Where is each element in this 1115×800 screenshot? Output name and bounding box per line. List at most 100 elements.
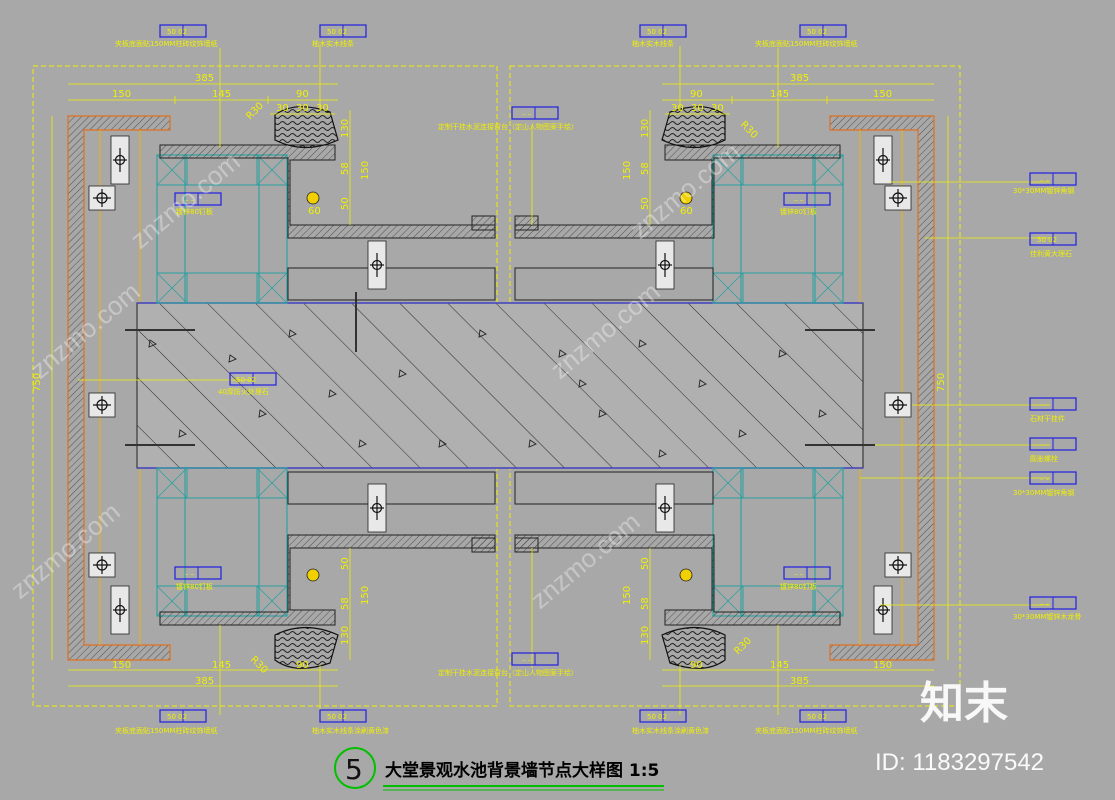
dim-385-tl: 385 [195,73,214,84]
ref-dash-bl: – – [185,570,195,578]
dim-150-vtr: 150 [622,161,633,180]
title-text: 大堂景观水池背景墙节点大样图 1:5 [385,760,659,781]
ref-dash-bot: – – [522,656,532,664]
note-stud-right: 镀锌80钉板 [780,207,817,216]
teak-moulding [274,106,726,669]
note-stud-br: 镀锌80钉板 [780,582,817,591]
note-right-4: 膨胀螺栓 [1030,454,1058,463]
brand-logo-text: 知末 [920,679,1008,728]
dim-90-tr: 90 [690,89,703,100]
dim-130-vbr: 130 [640,626,651,645]
screw-anchors [306,191,693,582]
dim-385-tr: 385 [790,73,809,84]
ref-dash-sl: – – [185,196,195,204]
brand-watermark: 知末 ID: 1183297542 [875,679,1044,776]
dimension-lines [51,83,949,687]
note-bot-left: 夹板底面贴150MM柱砖纹饰墙纸 [115,726,217,735]
dim-145-tl: 145 [212,89,231,100]
ref-tag-bl: 50 02 [167,713,187,721]
radius-tr: R30 [738,119,760,141]
note-stud-left: 镀锌80钉板 [176,207,213,216]
note-bot-mid-left: 柚木实木线条涂刷黄色漆 [312,726,389,735]
leader-lines [78,46,1050,715]
ref-dash-r3: – – [1040,401,1050,409]
radius-br: R30 [732,635,754,657]
ref-dash-r4: – – [1040,441,1050,449]
ref-tag-r2: 50 02 [1037,236,1057,244]
dim-58-vtl: 58 [340,162,351,175]
note-sealant-top: 定制干挂水泥连接窗台（定山人物图案手绘） [438,122,578,131]
dim-58-vbl: 58 [340,597,351,610]
ref-tag-bml: 50 02 [327,713,347,721]
ref-tag-tr: 50 02 [807,28,827,36]
note-stud-bl: 镀锌80钉板 [176,582,213,591]
dim-30-tr3: 30 [711,103,724,114]
anchor-bolts [125,292,875,446]
note-bot-right: 夹板底面贴150MM柱砖纹饰墙纸 [755,726,857,735]
title-number: 5 [345,753,363,786]
dim-90-tl: 90 [296,89,309,100]
dim-130-vtl: 130 [340,119,351,138]
watermark-tile-5: znzmo.com [5,496,126,604]
dim-145-tr: 145 [770,89,789,100]
ref-dash-r1: – – [1040,176,1050,184]
radius-tl: R30 [244,100,266,122]
dim-30-tr2: 30 [691,103,704,114]
ref-tag-mid: 50 02 [236,376,256,384]
dim-150-vbl: 150 [360,586,371,605]
note-right-1: 30*30MM镀锌角钢 [1013,186,1074,195]
dim-150-vbr: 150 [622,586,633,605]
ref-dash-r6: – – [1040,600,1050,608]
ref-tag-tml: 50 02 [327,28,347,36]
dim-150-tr: 150 [873,89,892,100]
dim-50-vtl: 50 [340,197,351,210]
dim-90-bl: 90 [296,660,309,671]
note-top-left: 夹板底面贴150MM柱砖纹饰墙纸 [115,39,217,48]
note-top-mid-right: 柚木实木线条 [632,39,674,48]
note-top-right: 夹板底面贴150MM柱砖纹饰墙纸 [755,39,857,48]
dim-58-vbr: 58 [640,597,651,610]
dim-60-tl: 60 [308,206,321,217]
ref-dash-sr: – – [794,196,804,204]
dim-30-tl3: 30 [316,103,329,114]
dim-385-bl: 385 [195,676,214,687]
note-right-3: 石材干挂件 [1030,414,1065,423]
note-right-2: 佳利黄大理石 [1030,249,1072,258]
brand-id-text: ID: 1183297542 [875,749,1044,776]
ref-tag-tl: 50 02 [167,28,187,36]
note-bot-mid-right: 柚木实木线条涂刷黄色漆 [632,726,709,735]
dim-150-vtl: 150 [360,161,371,180]
dim-145-br: 145 [770,660,789,671]
dim-145-bl: 145 [212,660,231,671]
note-right-5: 30*30MM镀锌角钢 [1013,488,1074,497]
stone-cladding [159,144,841,626]
dim-30-tl2: 30 [296,103,309,114]
ref-tag-bmr: 50 02 [647,713,667,721]
dim-150-bl: 150 [112,660,131,671]
dim-60-tr: 60 [680,206,693,217]
note-right-6: 30*30MM镀锌木龙骨 [1013,612,1081,621]
ref-dash-r5: – – [1040,475,1050,483]
dim-130-vbl: 130 [340,626,351,645]
dim-150-tl: 150 [112,89,131,100]
dim-58-vtr: 58 [640,162,651,175]
title-number-circle [334,747,376,789]
drawing-title: 5 大堂景观水池背景墙节点大样图 1:5 [334,747,664,791]
dim-50-vbr: 50 [640,557,651,570]
dim-150-br: 150 [873,660,892,671]
dim-50-vtr: 50 [640,197,651,210]
note-sealant-bottom: 定制干挂水泥连接窗台（定山人物图案手绘） [438,668,578,677]
note-top-mid-left: 柚木实木线条 [312,39,354,48]
ref-dash-br: – – [794,570,804,578]
ref-tag-br: 50 02 [807,713,827,721]
dim-50-vbl: 50 [340,557,351,570]
dim-750-left: 750 [32,373,43,392]
dim-750-right: 750 [936,373,947,392]
ref-tag-tmr: 50 02 [647,28,667,36]
dim-30-tr1: 30 [671,103,684,114]
note-marble-mid: 40厚防火处理石 [218,387,269,396]
inner-channels [287,267,714,505]
dim-90-br: 90 [690,660,703,671]
